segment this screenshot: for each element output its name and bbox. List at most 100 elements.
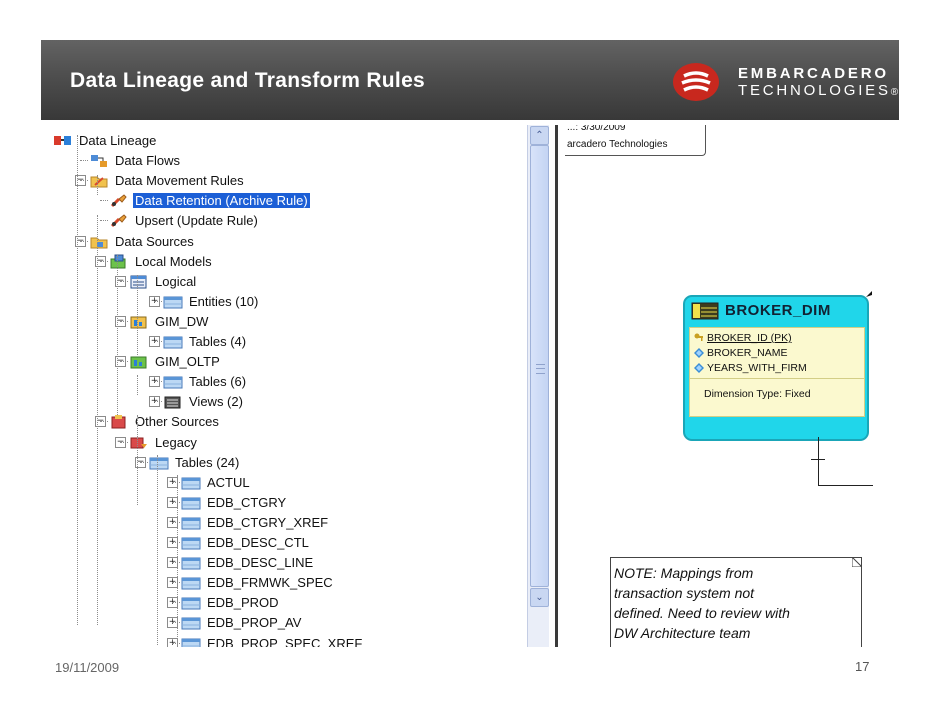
tree-connector [154,301,162,302]
data-lineage-icon [53,133,73,149]
tree-connector [172,522,180,523]
tree-node[interactable]: EDB_PROP_SPEC_XREF [181,634,364,647]
tree-node-label: EDB_FRMWK_SPEC [207,574,333,590]
diagram-note[interactable]: NOTE: Mappings from transaction system n… [610,557,862,647]
title-block-company: arcadero Technologies [567,139,668,150]
tree-connector [120,281,128,282]
tree-connector [100,261,108,262]
tree-connector [100,200,108,201]
tree-connector [97,175,98,195]
tree-connector [172,482,180,483]
tree-node-label: Upsert (Update Rule) [135,212,258,228]
entity-name: BROKER_DIM [725,302,831,319]
attribute-row[interactable]: BROKER_ID (PK) [694,331,792,346]
tree-node[interactable]: Legacy [129,433,199,451]
scroll-thumb[interactable] [530,145,549,587]
scroll-down-button[interactable]: ⌄ [530,588,549,607]
tree-connector [172,502,180,503]
scroll-up-button[interactable]: ⌃ [530,126,549,145]
models-icon [109,254,129,270]
table-icon [691,302,719,320]
tree-connector [120,321,128,322]
table-icon [163,334,183,350]
tree-node[interactable]: Data Lineage [53,131,158,149]
table-icon [163,374,183,390]
data-sources-icon [89,234,109,250]
table-icon [149,455,169,471]
attribute-row[interactable]: BROKER_NAME [694,346,788,361]
rules-folder-icon [89,173,109,189]
tree-node-label: EDB_PROP_SPEC_XREF [207,635,363,647]
table-icon [181,515,201,531]
dimension-type-label: Dimension Type: Fixed [704,388,811,400]
panel-splitter[interactable] [549,125,565,647]
tree-node[interactable]: Logical [129,272,198,290]
tree-connector [137,375,138,395]
table-icon [181,575,201,591]
tree-node[interactable]: Data Flows [89,151,182,169]
tree-node[interactable]: Other Sources [109,412,221,430]
tree-scrollbar[interactable]: ⌃ ⌄ [527,125,550,647]
tree-connector [100,220,108,221]
table-icon [181,535,201,551]
logo-wordmark-line2: TECHNOLOGIES® [738,82,899,99]
table-icon [163,294,183,310]
embarcadero-logo-icon [673,63,719,101]
tree-node[interactable]: Tables (6) [163,372,248,390]
tree-node[interactable]: Tables (24) [149,453,241,471]
relationship-line[interactable] [818,437,819,485]
tree-connector [117,255,118,415]
attribute-row[interactable]: YEARS_WITH_FIRM [694,361,807,376]
tree-node-label: EDB_PROD [207,594,279,610]
diagram-canvas[interactable]: ...: 3/30/2009 arcadero Technologies BRO… [565,125,873,647]
note-text: NOTE: Mappings from transaction system n… [614,565,790,641]
tree-connector [157,455,158,645]
tree-node[interactable]: Tables (4) [163,332,248,350]
tree-node[interactable]: ACTUL [181,473,252,491]
tree-node[interactable]: Data Movement Rules [89,171,246,189]
rule-icon [109,213,129,229]
physical-model-icon [129,314,149,330]
tree-node[interactable]: GIM_OLTP [129,352,222,370]
view-icon [163,394,183,410]
tree-node-label: Views (2) [189,393,243,409]
entity-broker-dim[interactable]: BROKER_DIM BROKER_ID (PK) BROKER_NAME YE… [683,295,869,441]
tree-connector [140,462,148,463]
title-block-date: ...: 3/30/2009 [567,125,626,133]
tree-node[interactable]: EDB_PROP_AV [181,613,303,631]
tree-node-label: Logical [155,273,197,289]
tree-node[interactable]: EDB_CTGRY [181,493,288,511]
tree-node[interactable]: EDB_DESC_CTL [181,533,311,551]
attribute-diamond-icon [694,363,704,374]
entity-attributes: BROKER_ID (PK) BROKER_NAME YEARS_WITH_FI… [689,327,865,417]
tree-node-label: Data Movement Rules [115,172,244,188]
tree-node[interactable]: Views (2) [163,392,245,410]
tree-connector [137,275,138,355]
slide-title: Data Lineage and Transform Rules [70,69,426,92]
tree-connector [100,421,108,422]
tree-node-label: Tables (4) [189,333,247,349]
attribute-diamond-icon [694,348,704,359]
tree-node[interactable]: EDB_PROD [181,593,281,611]
tree-connector [154,341,162,342]
tree-node[interactable]: EDB_FRMWK_SPEC [181,573,335,591]
logo-wordmark-line1: EMBARCADERO [738,65,889,82]
tree-node-label: Data Retention (Archive Rule) [132,191,311,209]
tree-node[interactable]: Local Models [109,252,214,270]
tree-node[interactable]: EDB_DESC_LINE [181,553,315,571]
tree-node[interactable]: Data Sources [89,232,196,250]
tree-node[interactable]: Data Retention (Archive Rule) [109,191,311,209]
tree-connector [80,241,88,242]
tree-node-label: GIM_DW [155,313,209,329]
tree-node[interactable]: EDB_CTGRY_XREF [181,513,330,531]
slide-header [41,40,899,120]
tree-connector [97,215,98,625]
tree-node[interactable]: Entities (10) [163,292,260,310]
tree-node-label: Entities (10) [189,293,259,309]
relationship-line-horizontal[interactable] [818,485,873,486]
tree-connector [177,475,178,645]
tree-node[interactable]: GIM_DW [129,312,210,330]
table-icon [181,615,201,631]
tree-node[interactable]: Upsert (Update Rule) [109,211,260,229]
entity-header: BROKER_DIM [685,297,867,325]
